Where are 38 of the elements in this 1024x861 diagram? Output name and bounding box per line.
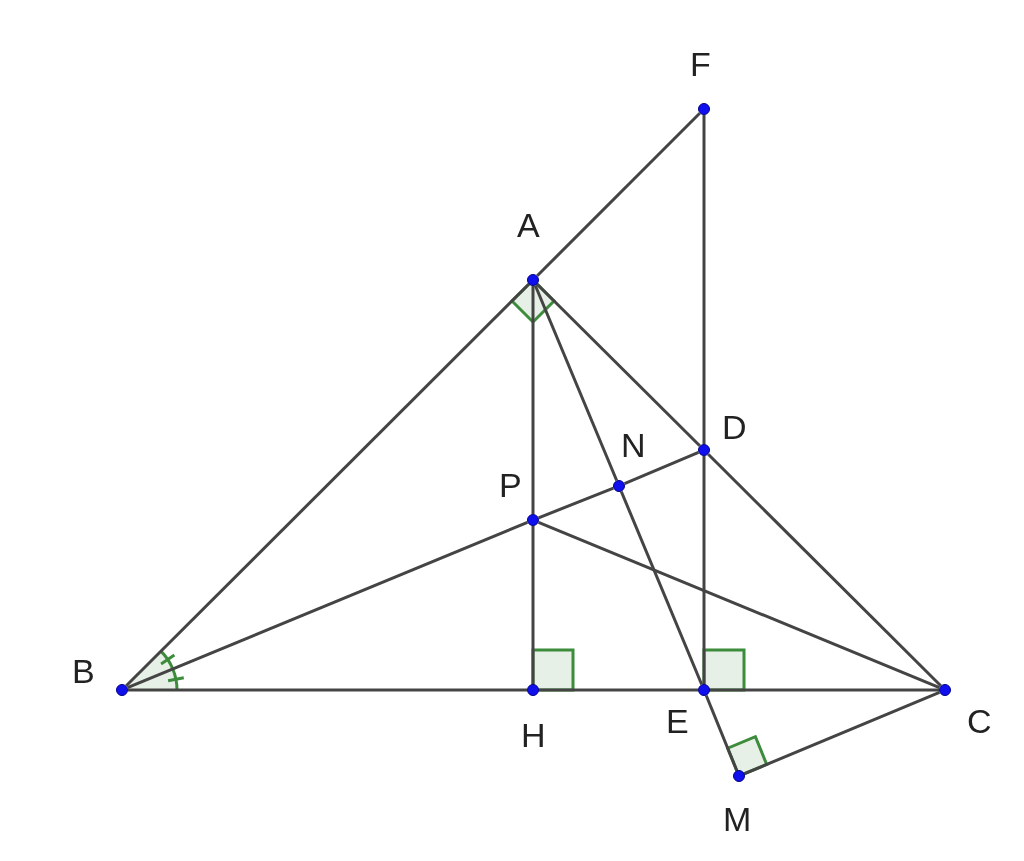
line-segment: [619, 490, 704, 686]
line-segment: [531, 526, 535, 684]
point-dot: [527, 514, 539, 526]
line-segment: [538, 486, 614, 520]
point-label: N: [621, 428, 646, 462]
point-label: A: [517, 208, 540, 242]
point-label: D: [722, 410, 747, 444]
point-dot: [613, 480, 625, 492]
line-segment: [702, 115, 706, 444]
point-label: M: [723, 802, 752, 836]
point-dot: [733, 770, 745, 782]
point-label: B: [72, 654, 95, 688]
line-segment: [128, 688, 527, 692]
point-dot: [527, 684, 539, 696]
point-label: E: [666, 704, 689, 738]
line-segment: [126, 520, 529, 690]
line-segment: [710, 688, 939, 692]
line-segment: [707, 453, 942, 687]
point-label: H: [521, 718, 546, 752]
point-dot: [698, 684, 710, 696]
point-label: F: [690, 47, 711, 81]
line-segment: [539, 688, 698, 692]
line-segment: [743, 690, 941, 776]
line-segment: [531, 286, 535, 514]
point-dot: [939, 684, 951, 696]
point-label: C: [967, 704, 992, 738]
line-segment: [702, 456, 706, 684]
line-segment: [536, 283, 701, 447]
point-label: P: [499, 468, 522, 502]
line-segment: [537, 520, 941, 690]
line-segment: [536, 112, 701, 277]
point-dot: [527, 274, 539, 286]
line-segment: [533, 284, 619, 482]
point-dot: [116, 684, 128, 696]
line-segment: [125, 283, 530, 687]
line-segment: [623, 450, 700, 486]
point-dot: [698, 103, 710, 115]
line-segment: [704, 695, 739, 771]
